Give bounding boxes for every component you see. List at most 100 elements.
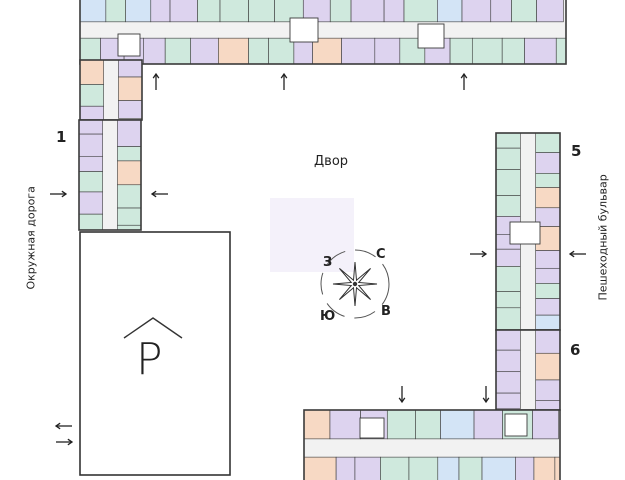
- apartment: [535, 187, 561, 209]
- stair-core: [509, 221, 541, 245]
- apartment: [374, 37, 401, 65]
- apartment: [535, 314, 561, 330]
- apartment: [415, 409, 441, 440]
- apartment: [495, 132, 521, 149]
- apartment: [495, 392, 521, 410]
- top-wing: [79, 0, 567, 65]
- apartment: [218, 37, 249, 65]
- section-6-number: 6: [570, 341, 581, 359]
- apartment: [117, 184, 142, 209]
- apartment: [118, 59, 143, 78]
- pedestrian-boulevard-label: Пешеходный бульвар: [596, 174, 610, 301]
- apartment: [105, 0, 126, 23]
- parking-lot: [79, 231, 231, 476]
- apartment: [125, 0, 152, 23]
- apartment: [78, 213, 103, 231]
- stair-core: [289, 17, 319, 43]
- compass-west: З: [323, 255, 333, 270]
- left-wing-upper: [79, 59, 143, 121]
- apartment: [532, 409, 559, 440]
- apartment: [437, 456, 460, 480]
- section-6-block: [495, 329, 561, 411]
- apartment: [79, 84, 104, 107]
- apartment: [495, 349, 521, 373]
- apartment: [495, 169, 521, 196]
- compass-center: [352, 281, 358, 287]
- top-wing-outline: [79, 0, 567, 65]
- apartment: [329, 0, 352, 23]
- apartment: [341, 37, 376, 65]
- apartment: [495, 329, 521, 351]
- apartment: [354, 456, 381, 480]
- apartment: [117, 146, 142, 162]
- apartment: [495, 307, 521, 331]
- apartment: [78, 155, 103, 172]
- compass-north: С: [376, 247, 386, 262]
- apartment: [437, 0, 463, 23]
- compass-ring: [320, 249, 390, 319]
- entrance-arrow: [482, 386, 490, 404]
- arrow-head: [482, 397, 490, 404]
- apartment: [535, 173, 561, 188]
- bottom-wing-outline: [303, 409, 561, 480]
- parking-roof-icon: [123, 317, 183, 339]
- arrow-head: [568, 250, 575, 258]
- apartment: [511, 0, 537, 23]
- apartment: [535, 152, 561, 174]
- apartment: [495, 291, 521, 309]
- entrance-arrow: [152, 72, 160, 90]
- apartment: [143, 37, 166, 65]
- apartment: [535, 132, 561, 153]
- apartment: [535, 329, 561, 354]
- apartment: [380, 456, 410, 480]
- apartment: [117, 160, 142, 186]
- arrow-head: [150, 190, 157, 198]
- entrance-arrow: [460, 72, 468, 90]
- apartment: [524, 37, 557, 65]
- apartment: [312, 37, 342, 65]
- apartment: [118, 100, 143, 119]
- parking-exit-arrow: [54, 422, 72, 430]
- apartment: [490, 0, 512, 23]
- apartment: [501, 37, 525, 65]
- apartment: [449, 37, 473, 65]
- apartment: [515, 456, 535, 480]
- arrow-head: [460, 72, 468, 79]
- section-1-block-outline: [78, 119, 142, 231]
- apartment: [150, 0, 171, 23]
- apartment: [495, 371, 521, 394]
- apartment: [335, 456, 356, 480]
- section-1-block: [78, 119, 142, 231]
- entrance-arrow: [50, 190, 68, 198]
- apartment: [471, 37, 503, 65]
- apartment: [555, 37, 567, 65]
- arrow-head: [54, 422, 61, 430]
- apartment: [169, 0, 198, 23]
- section-5-number: 5: [571, 142, 582, 160]
- apartment: [350, 0, 385, 23]
- arrow-head: [67, 438, 74, 446]
- compass-icon: [320, 249, 390, 319]
- courtyard-label: Двор: [314, 154, 349, 169]
- apartment: [535, 379, 561, 401]
- stair-core: [504, 413, 528, 437]
- apartment: [481, 456, 516, 480]
- apartment: [78, 133, 103, 157]
- apartment: [536, 0, 564, 23]
- parking-entry-arrow: [56, 438, 74, 446]
- apartment: [248, 37, 269, 65]
- apartment: [440, 409, 475, 440]
- apartment: [408, 456, 439, 480]
- apartment: [79, 105, 104, 121]
- apartment: [117, 119, 142, 147]
- extras-layer: [79, 198, 390, 476]
- arrow-head: [398, 397, 406, 404]
- apartment: [386, 409, 416, 440]
- apartment: [78, 171, 103, 193]
- arrow-head: [152, 72, 160, 79]
- apartment: [495, 266, 521, 292]
- entrance-arrow: [470, 250, 488, 258]
- apartment: [303, 456, 337, 480]
- entrance-arrow: [568, 250, 586, 258]
